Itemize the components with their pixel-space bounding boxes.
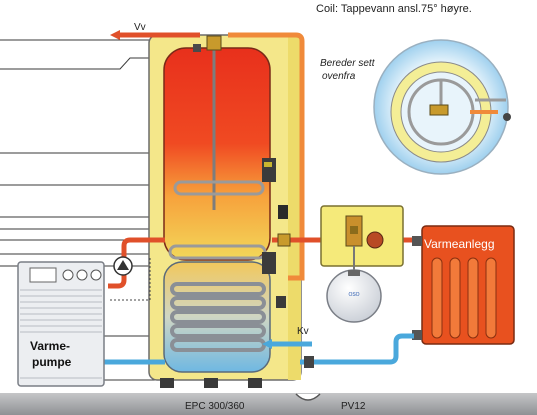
top-view xyxy=(373,39,511,175)
upper-heating-element xyxy=(173,158,276,196)
valve xyxy=(277,233,291,247)
leader-line xyxy=(0,57,170,70)
mixing-unit xyxy=(320,205,404,272)
heat-pump-unit xyxy=(17,261,105,387)
heating-system-label: Varmeanlegg xyxy=(424,237,495,251)
heat-pump-label-line1: Varme- xyxy=(30,339,70,353)
tank-coil-zone xyxy=(163,261,271,373)
tank-foot xyxy=(248,378,262,388)
tank-jacket-shade xyxy=(288,35,301,380)
heat-pump-label-line2: pumpe xyxy=(32,355,72,369)
svg-text:OSO: OSO xyxy=(348,292,359,298)
footer-code: PV12 xyxy=(341,401,366,412)
hot-water-pipe xyxy=(110,30,222,52)
cold-water-label: Kv xyxy=(297,326,309,337)
tank-foot xyxy=(204,378,218,388)
expansion-vessel: OSO xyxy=(326,269,382,323)
top-view-label-line1: Bereder sett xyxy=(320,58,376,69)
top-view-label-line2: ovenfra xyxy=(322,71,356,82)
circulation-pump xyxy=(113,256,133,276)
radiator xyxy=(412,225,515,345)
lower-coil xyxy=(170,282,266,352)
tank-hot-zone xyxy=(163,47,271,261)
footer-bar xyxy=(0,393,537,415)
caption: Coil: Tappevann ansl.75° høyre. xyxy=(316,3,472,15)
sensor-line xyxy=(110,258,151,301)
drain-funnel xyxy=(295,393,321,401)
tank-foot xyxy=(160,378,174,388)
cold-water-pipe xyxy=(262,296,312,349)
heating-return-pipe xyxy=(228,32,305,281)
heating-return-pipe-cold xyxy=(300,333,414,365)
heat-pump-coil xyxy=(168,205,288,274)
valve xyxy=(304,356,314,368)
hot-water-label: Vv xyxy=(134,22,146,33)
footer-model: EPC 300/360 xyxy=(185,401,245,412)
